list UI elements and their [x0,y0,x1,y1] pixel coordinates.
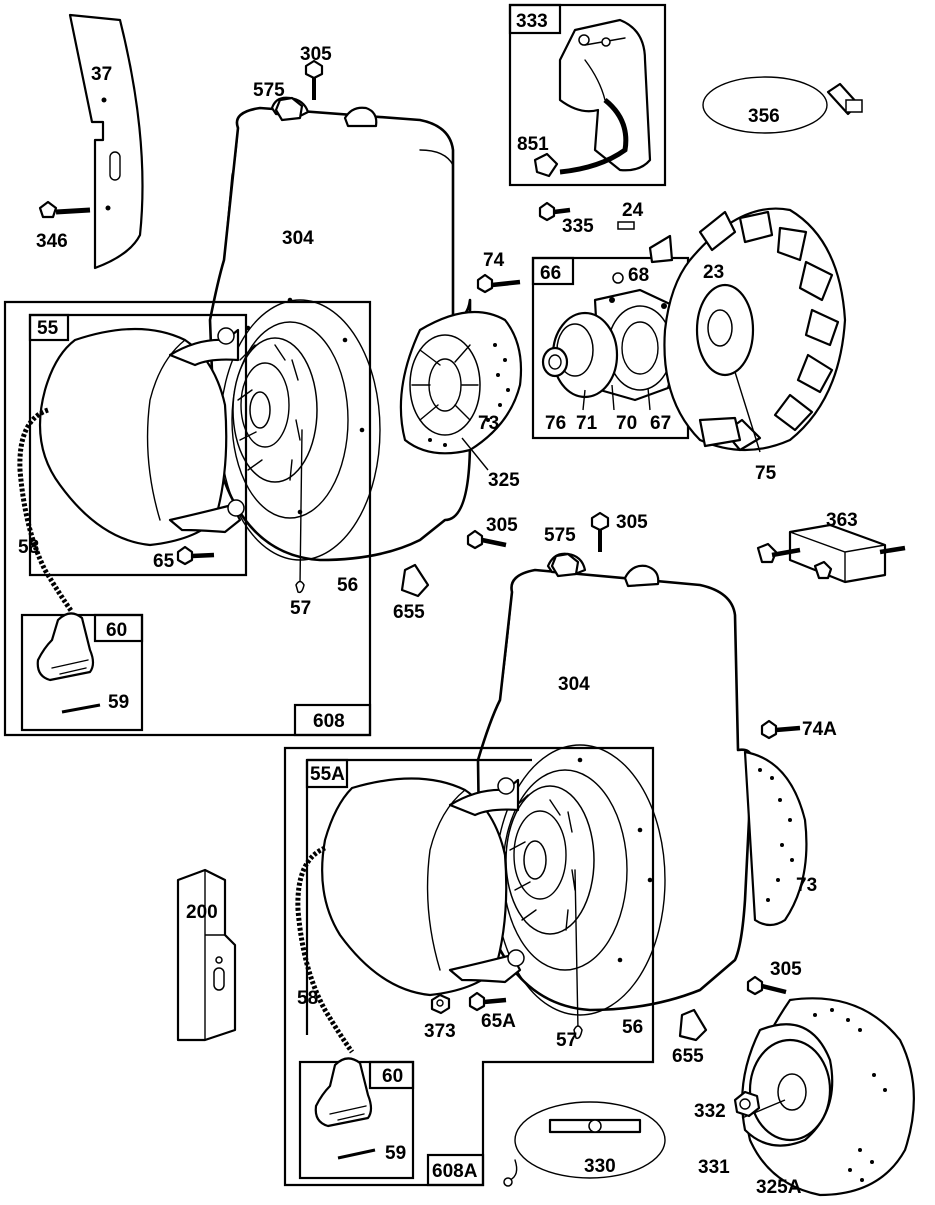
label-56-upper: 56 [337,575,358,596]
label-73-upper: 73 [478,413,499,434]
label-575-lower: 575 [544,525,576,546]
part-356-ground-wire [702,76,863,134]
label-58-upper: 58 [18,537,39,558]
label-65: 65 [153,551,175,572]
label-373: 373 [424,1021,456,1042]
label-575-upper: 575 [253,80,285,101]
box-60-upper [20,613,144,732]
label-608A: 608A [432,1161,478,1182]
label-304-upper: 304 [282,228,314,249]
part-330-cable [503,1101,666,1187]
box-333 [508,3,667,187]
label-66: 66 [540,263,561,284]
label-655-lower: 655 [672,1046,704,1067]
label-333: 333 [516,11,548,32]
part-65A-screw [468,991,507,1012]
box-55A [305,758,532,1035]
label-65A: 65A [481,1011,516,1032]
part-59-pin-lower [337,1148,376,1160]
label-325A: 325A [756,1177,802,1198]
label-59-upper: 59 [108,692,129,713]
part-325A-screen [733,997,915,1197]
label-335: 335 [562,216,594,237]
part-200-bracket [176,868,237,1042]
label-71: 71 [576,413,598,434]
part-55A-rewind-starter [321,777,525,997]
part-73-screen-upper [399,310,523,455]
label-74A: 74A [802,719,837,740]
box-608 [3,300,372,737]
label-57-upper: 57 [290,598,311,619]
label-24: 24 [622,200,644,221]
label-75: 75 [755,463,777,484]
part-58-rope-upper [17,407,75,614]
part-74-screw [476,273,521,294]
label-76: 76 [545,413,566,434]
part-74A-screw [760,719,801,740]
label-332: 332 [694,1101,726,1122]
label-68: 68 [628,265,649,286]
part-305-bolt-lower [746,975,787,996]
part-575-knob-upper [274,96,304,122]
label-304-lower: 304 [558,674,590,695]
label-55A: 55A [310,764,345,785]
label-305-top: 305 [300,44,332,65]
part-333-armature [533,18,652,178]
part-655-clip-lower [678,1008,708,1042]
label-305-lower: 305 [770,959,802,980]
label-330: 330 [584,1156,616,1177]
label-655-upper: 655 [393,602,425,623]
label-346: 346 [36,231,68,252]
part-305-bolt-lower-top [590,511,610,552]
label-60-lower: 60 [382,1066,403,1087]
part-373-nut [430,993,451,1015]
label-70: 70 [616,413,637,434]
label-608: 608 [313,711,345,732]
part-346-screw [38,200,91,219]
part-655-clip-upper [400,563,430,598]
box-608A [283,746,655,1187]
label-305-mid: 305 [486,515,518,536]
label-67: 67 [650,413,671,434]
part-58-rope-lower [295,845,355,1054]
label-200: 200 [186,902,218,923]
part-24-key [617,221,635,230]
lower-blower-housing [476,552,808,1040]
label-851: 851 [517,134,549,155]
label-23: 23 [703,262,724,283]
label-74: 74 [483,250,505,271]
label-363: 363 [826,510,858,531]
label-58-lower: 58 [297,988,318,1009]
part-363-bracket [756,523,906,584]
part-37-baffle [68,13,144,270]
label-73-lower: 73 [796,875,817,896]
label-356: 356 [748,106,780,127]
part-305-bolt-top [304,59,324,100]
part-55-rewind-starter [38,327,245,547]
label-59-lower: 59 [385,1143,406,1164]
part-59-pin-upper [61,703,101,714]
label-331: 331 [698,1157,730,1178]
part-575-knob-lower [550,552,580,578]
part-60-handle-lower [314,1057,373,1128]
label-325: 325 [488,470,520,491]
part-335-screw [538,201,571,222]
box-55 [28,313,248,577]
label-60-upper: 60 [106,620,127,641]
label-57-lower: 57 [556,1030,577,1051]
label-305-lower-top: 305 [616,512,648,533]
part-305-bolt-mid [466,529,507,550]
label-56-lower: 56 [622,1017,643,1038]
part-labels: 37 346 305 575 304 333 851 356 335 24 23… [18,11,858,1198]
part-65-screw [176,545,215,566]
part-23-flywheel [648,207,847,452]
label-37: 37 [91,64,112,85]
part-66-clutch [541,272,682,402]
part-60-handle-upper [36,612,95,682]
label-55: 55 [37,318,59,339]
